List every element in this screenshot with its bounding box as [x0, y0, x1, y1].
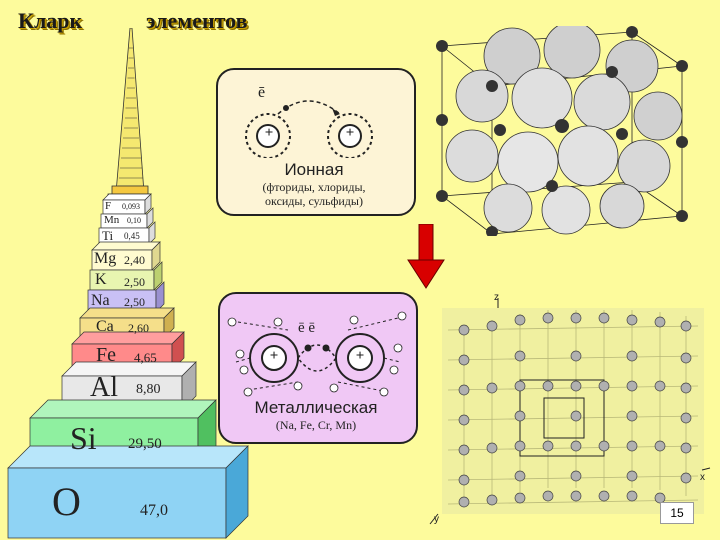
value-Ti: 0,45 — [124, 231, 140, 241]
value-Mg: 2,40 — [124, 253, 145, 267]
page-number: 15 — [660, 502, 694, 524]
ionic-subtitle-2: оксиды, сульфиды) — [265, 194, 363, 208]
symbol-Al: Al — [90, 372, 118, 403]
symbol-Ca: Ca — [96, 318, 114, 335]
layer-K — [89, 261, 163, 291]
value-O: 47,0 — [140, 502, 168, 519]
layer-Mn — [100, 207, 154, 229]
symbol-K: K — [95, 271, 107, 288]
ionic-diagram — [245, 100, 373, 158]
pyramid-layers — [7, 193, 249, 539]
value-K: 2,50 — [124, 275, 145, 289]
value-Mn: 0,10 — [127, 216, 141, 225]
symbol-Mn: Mn — [104, 214, 120, 226]
symbol-F: F — [105, 200, 112, 212]
ionic-electron-label: ē — [258, 84, 266, 101]
value-F: 0,093 — [122, 202, 140, 211]
crystal-sphere-packing — [432, 26, 692, 236]
title-part2: элементов — [146, 8, 248, 33]
layer-Na — [87, 281, 165, 313]
symbol-Si: Si — [70, 420, 97, 456]
ionic-plus-left: + — [264, 125, 274, 141]
metallic-subtitle: (Na, Fe, Cr, Mn) — [275, 418, 357, 432]
ionic-bond-panel — [216, 68, 416, 216]
value-Ca: 2,60 — [128, 321, 149, 335]
axis-y-label: y — [434, 514, 439, 525]
layer-Ti — [98, 221, 156, 245]
value-Fe: 4,65 — [134, 350, 157, 365]
value-Al: 8,80 — [136, 382, 161, 397]
metallic-diagram — [227, 311, 407, 397]
axis-x-label: x — [700, 472, 705, 483]
layer-O — [7, 445, 249, 539]
value-Na: 2,50 — [124, 295, 145, 309]
symbol-Fe: Fe — [96, 344, 116, 366]
symbol-Mg: Mg — [94, 250, 117, 267]
layer-F — [102, 193, 152, 215]
ionic-title: Ионная — [284, 160, 344, 179]
metallic-plus-left: + — [269, 348, 279, 364]
crystal-lattice — [429, 298, 711, 525]
symbol-Na: Na — [91, 292, 110, 309]
value-Si: 29,50 — [128, 436, 162, 452]
metallic-plus-right: + — [355, 348, 365, 364]
symbol-Ti: Ti — [102, 228, 114, 243]
metallic-electron-label: ē ē — [298, 320, 316, 336]
metallic-title: Металлическая — [254, 398, 378, 417]
ionic-plus-right: + — [345, 125, 355, 141]
layer-Mg — [91, 241, 161, 271]
ionic-subtitle-1: (фториды, хлориды, — [262, 180, 366, 194]
title-part1: Кларк — [18, 8, 83, 33]
symbol-O: O — [52, 479, 81, 524]
axis-z-label: z — [494, 292, 499, 303]
down-arrow-icon — [407, 224, 445, 289]
